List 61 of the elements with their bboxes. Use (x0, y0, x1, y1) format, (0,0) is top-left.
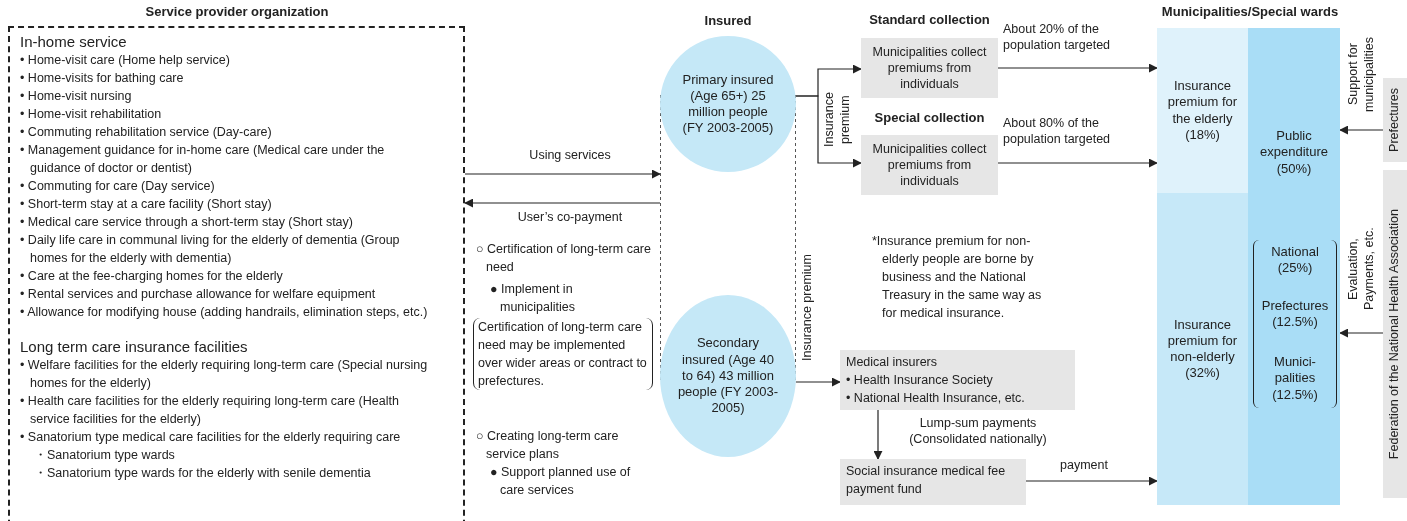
list-item: • Home-visits for bathing care (20, 70, 185, 87)
list-item: • Commuting for care (Day service) (20, 178, 216, 195)
arrow (464, 169, 661, 179)
circle-label: Primary insured (Age 65+) 25 million people (FY 2003-2005) (681, 71, 775, 137)
premium-column (1157, 28, 1248, 193)
list-item: • Commuting rehabilitation service (Day-care) (20, 124, 273, 141)
arrow (795, 377, 841, 387)
tab-label: Prefectures (1387, 88, 1403, 152)
bracket-note: Certification of long-term care need may be implemented over wider areas or contract to prefectures. (473, 318, 653, 390)
arrow (794, 95, 862, 168)
arrow (464, 198, 661, 208)
list-item: • Home-visit nursing (20, 88, 133, 105)
list-item: • Rental services and purchase allowance for welfare equipment (20, 286, 377, 303)
arrow (1339, 328, 1384, 338)
list-item: • National Health Insurance, etc. (846, 390, 1026, 407)
side-tab (1383, 170, 1407, 498)
list-item: • Daily life care in communal living for the elderly of dementia (Group homes for the elderly with dementia) (20, 232, 401, 267)
insurer-box (840, 350, 1075, 410)
collection-box (858, 12, 1001, 98)
arrow (873, 409, 883, 460)
list-item: • Health care facilities for the elderly requiring long-term care (Health service facilities for the elderly) (20, 393, 400, 428)
list-heading: Long term care insurance facilities (20, 337, 249, 356)
list-item: • Sanatorium type medical care facilities for the elderly requiring care (20, 429, 402, 446)
list-heading: In-home service (20, 32, 128, 51)
list-item: • Allowance for modifying house (adding handrails, elimination steps, etc.) (20, 304, 429, 321)
box-heading: Medical insurers (846, 354, 938, 371)
list-item: • Home-visit care (Home help service) (20, 52, 231, 69)
arrow (1339, 125, 1384, 135)
premium-column (1157, 193, 1248, 505)
list-item: • Care at the fee-charging homes for the elderly (20, 268, 284, 285)
collection-heading: Special collection (873, 110, 986, 127)
process-box: Municipalities collect premiums from individuals (861, 135, 998, 195)
section-title: Service provider organization (144, 4, 330, 21)
list-item: • Home-visit rehabilitation (20, 106, 163, 123)
list-item: ・Sanatorium type wards (33, 447, 176, 464)
process-box: Municipalities collect premiums from individuals (861, 38, 998, 98)
tab-label: Federation of the National Health Association (1387, 208, 1403, 460)
column-label: Public expenditure (50%) (1259, 128, 1329, 177)
public-expenditure-column (1248, 28, 1340, 505)
box-heading: Social insurance medical fee payment fund (846, 463, 1007, 498)
list-item: • Short-term stay at a care facility (Short stay) (20, 196, 273, 213)
arrow (1025, 476, 1158, 486)
share-label: Prefectures (12.5%) (1260, 298, 1330, 331)
collection-box (858, 110, 1001, 195)
insurer-box (840, 459, 1026, 505)
circle-label: Secondary insured (Age 40 to 64) 43 million people (FY 2003-2005) (676, 335, 780, 417)
share-label: National (25%) (1270, 244, 1320, 277)
collection-heading: Standard collection (868, 12, 991, 29)
arrow (997, 63, 1158, 73)
list-item: • Management guidance for in-home care (Medical care under the guidance of doctor or dentist) (20, 142, 386, 177)
list-item: ・Sanatorium type wards for the elderly with senile dementia (33, 465, 372, 482)
column-label: Insurance premium for the elderly (18%) (1166, 78, 1239, 143)
band-heading: Municipalities/Special wards (1160, 4, 1340, 21)
arrow (997, 158, 1158, 168)
share-label: Munici- palities (12.5%) (1271, 354, 1319, 403)
group-heading: Insured (703, 13, 753, 30)
list-item: • Welfare facilities for the elderly requiring long-term care (Special nursing homes for the elderly) (20, 357, 429, 392)
list-item: • Medical care service through a short-term stay (Short stay) (20, 214, 354, 231)
list-item: • Health Insurance Society (846, 372, 994, 389)
side-tab (1383, 78, 1407, 162)
column-label: Insurance premium for non-elderly (32%) (1166, 316, 1239, 382)
